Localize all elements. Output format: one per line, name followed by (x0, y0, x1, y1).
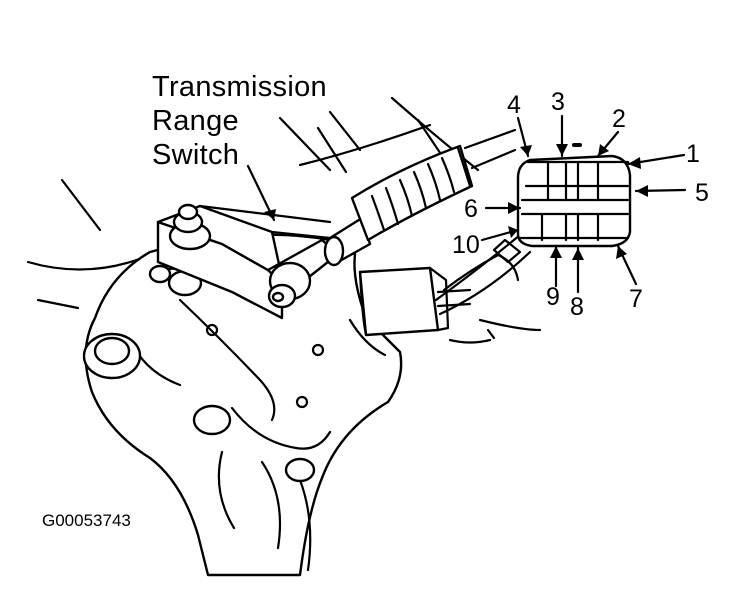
pin-label-2: 2 (612, 105, 626, 133)
leader-arrowheads (264, 144, 648, 260)
pin-label-1: 1 (686, 140, 700, 168)
figure-code: G00053743 (42, 511, 131, 530)
pin-label-4: 4 (507, 91, 521, 119)
connector-10-pin (516, 143, 632, 248)
harness-block (358, 266, 472, 337)
pin-label-5: 5 (695, 179, 709, 207)
component-label-line-1: Transmission (152, 71, 327, 103)
component-label-line-3: Switch (152, 139, 240, 171)
pin-label-3: 3 (551, 88, 565, 116)
rubber-boot (350, 128, 517, 242)
background-hatch-lines (26, 96, 480, 310)
pin-label-8: 8 (570, 293, 584, 321)
shift-linkage-rod (266, 216, 372, 309)
pin-label-10: 10 (452, 231, 480, 259)
component-label-line-2: Range (152, 105, 239, 137)
pin-label-7: 7 (629, 285, 643, 313)
pin-label-6: 6 (464, 195, 478, 223)
range-switch-body (156, 203, 332, 320)
pin-label-9: 9 (546, 283, 560, 311)
